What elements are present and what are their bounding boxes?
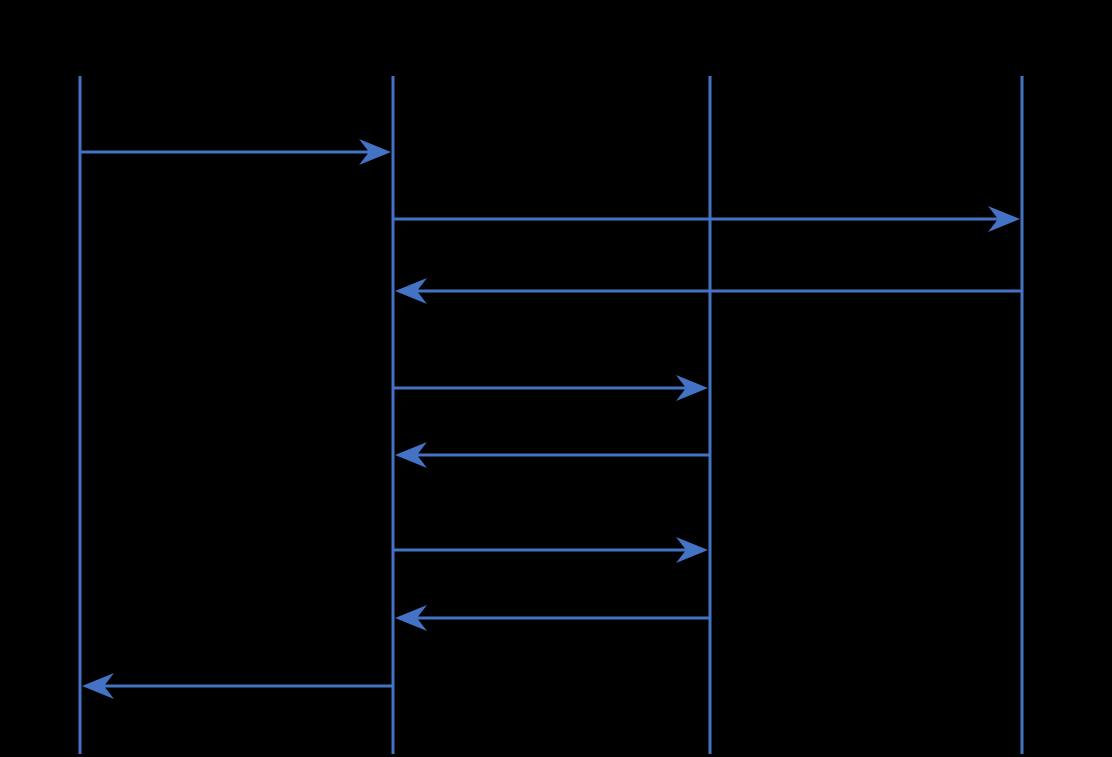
message-5-arrowhead-icon [395,442,427,468]
message-3 [395,278,1022,304]
message-3-arrowhead-icon [395,278,427,304]
message-7-arrowhead-icon [395,605,427,631]
message-2-arrowhead-icon [988,206,1020,232]
message-4-arrowhead-icon [676,375,708,401]
message-8-arrowhead-icon [82,673,114,699]
message-8 [82,673,393,699]
message-6-arrowhead-icon [676,537,708,563]
message-5 [395,442,710,468]
message-7 [395,605,710,631]
message-1 [80,139,391,165]
message-6 [393,537,708,563]
message-1-arrowhead-icon [359,139,391,165]
message-2 [393,206,1020,232]
message-4 [393,375,708,401]
